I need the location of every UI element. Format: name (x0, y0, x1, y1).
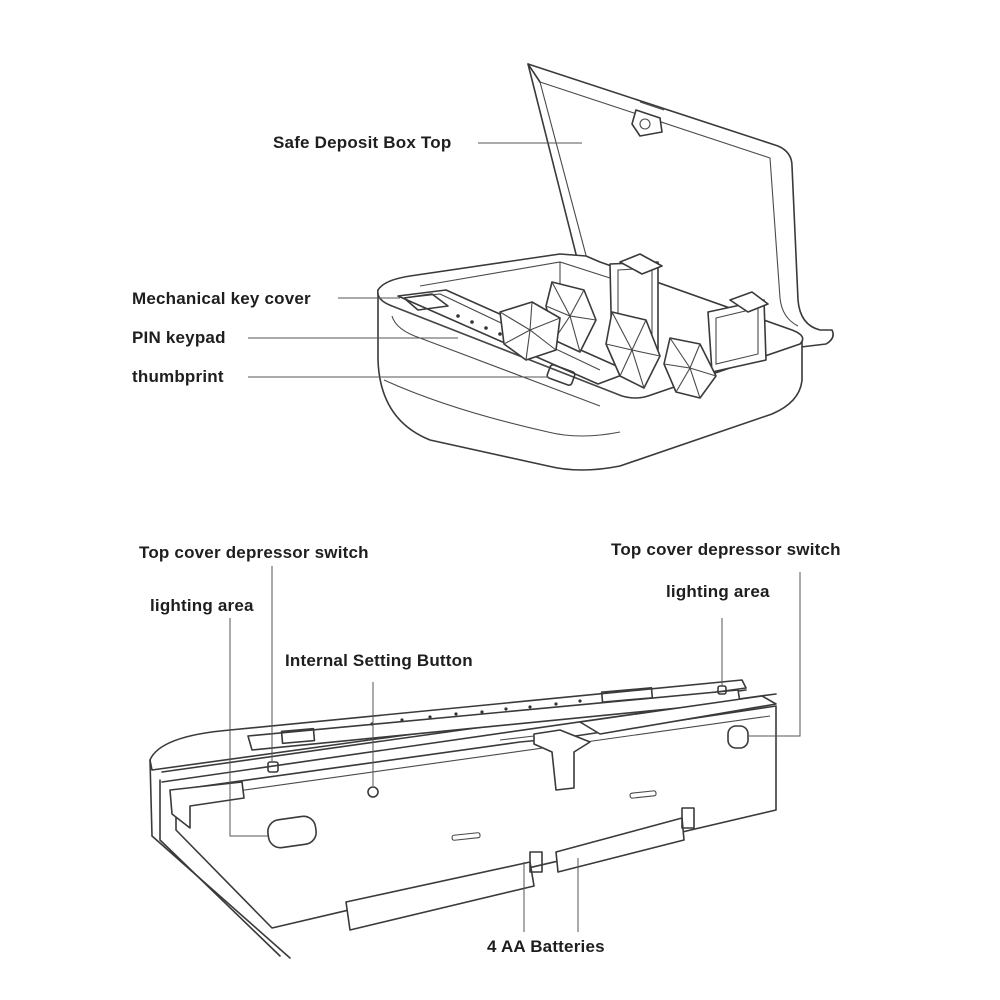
hinge-right (707, 291, 769, 373)
label-lighting-right: lighting area (666, 582, 770, 601)
battery-compartment-right (555, 817, 685, 873)
key-cover-bottom (600, 687, 654, 703)
keypad-dots-bottom (370, 699, 582, 726)
battery-latch-left (529, 851, 543, 873)
label-switch-left: Top cover depressor switch (139, 543, 369, 562)
battery-latch-right (681, 807, 695, 829)
box-base (376, 253, 804, 471)
leader-lighting-left (229, 618, 268, 837)
lighting-area-left (267, 815, 317, 849)
label-box-top: Safe Deposit Box Top (273, 133, 452, 152)
internal-setting-button (367, 786, 379, 798)
battery-compartment-left (345, 861, 535, 931)
label-key-cover: Mechanical key cover (132, 289, 311, 308)
label-pin-keypad: PIN keypad (132, 328, 226, 347)
label-lighting-left: lighting area (150, 596, 254, 615)
lighting-area-right (727, 725, 749, 749)
open-safe-box-illustration (248, 63, 834, 471)
leader-lighting-right (748, 572, 801, 737)
label-internal-button: Internal Setting Button (285, 651, 473, 670)
depressor-switch-left (267, 761, 279, 773)
box-underside-illustration (149, 566, 801, 959)
label-switch-right: Top cover depressor switch (611, 540, 841, 559)
label-batteries: 4 AA Batteries (487, 937, 605, 956)
gems (499, 281, 717, 399)
label-thumbprint: thumbprint (132, 367, 224, 386)
thumbprint-pad-bottom (280, 727, 316, 745)
